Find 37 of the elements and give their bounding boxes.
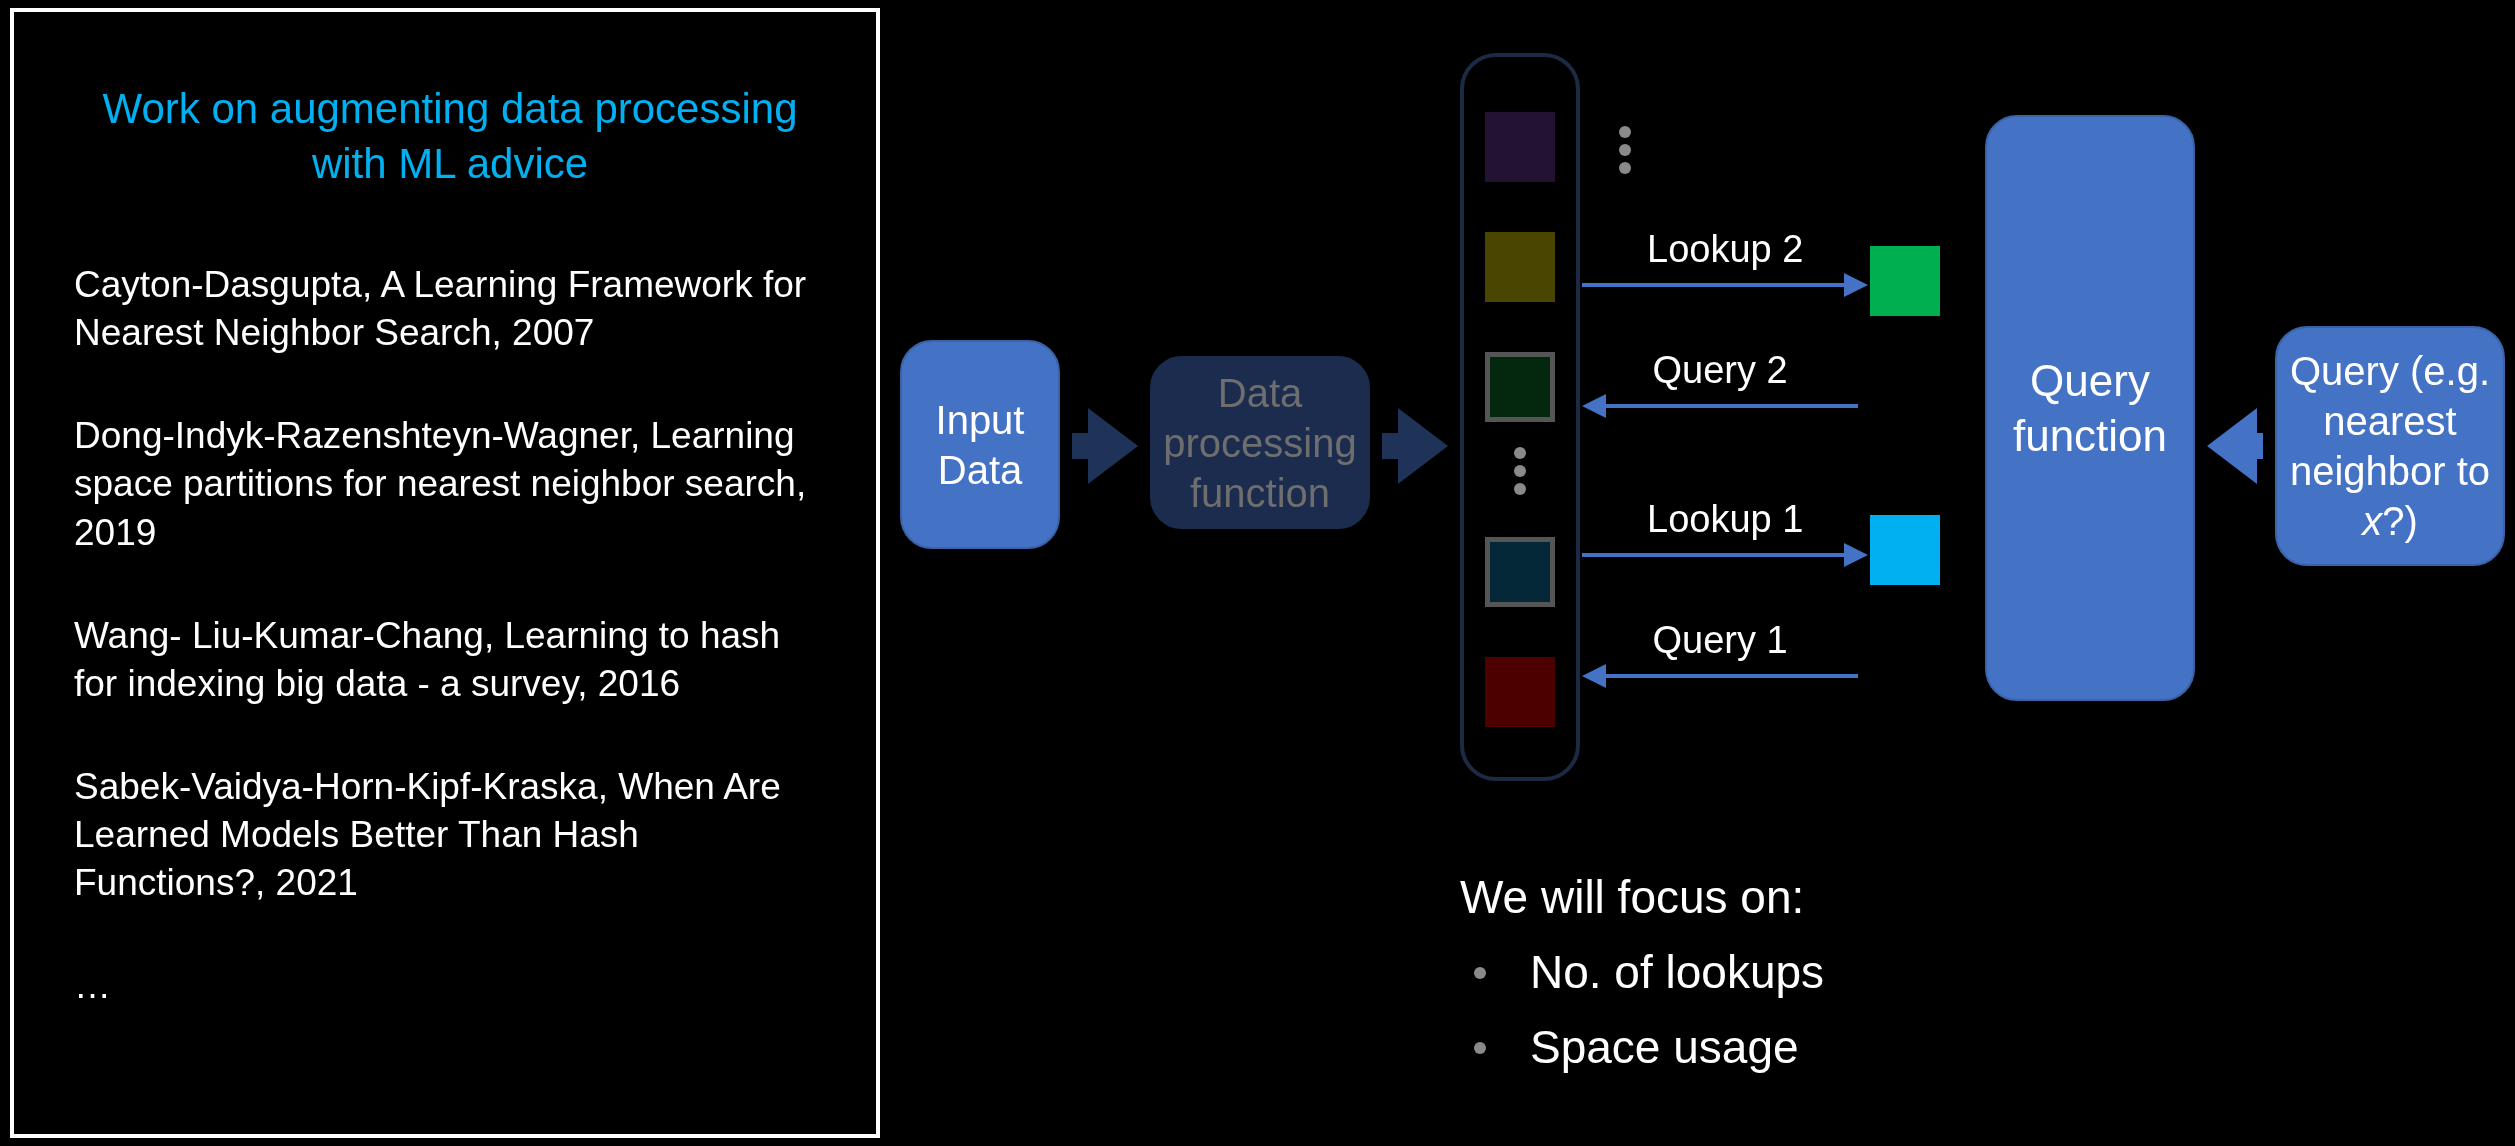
- process-box: [1985, 115, 2195, 701]
- memory-cell: [1485, 537, 1555, 607]
- storage-column: [1460, 53, 1580, 781]
- edge-label: Lookup 2: [1647, 229, 1804, 271]
- process-box: [900, 340, 1060, 549]
- memory-cell: [1485, 657, 1555, 727]
- block-arrow: [1072, 408, 1138, 484]
- note-heading: We will focus on:: [1460, 870, 1805, 925]
- arrow: [1582, 664, 1858, 688]
- citation-text: Dong-Indyk-Razenshteyn-Wagner, Learning space partitions for nearest neighbor search, 2019: [74, 414, 808, 555]
- panel-heading: Work on augmenting data processing with ML advice: [101, 84, 799, 189]
- list-item: Space usage: [1530, 1020, 1799, 1075]
- block-arrow: [1382, 408, 1448, 484]
- citation-text: Wang- Liu-Kumar-Chang, Learning to hash for indexing big data - a survey, 2016: [74, 613, 782, 706]
- citation-text: Cayton-Dasgupta, A Learning Framework for Nearest Neighbor Search, 2007: [74, 263, 808, 356]
- list-item: No. of lookups: [1530, 945, 1825, 1000]
- reference-panel: [10, 8, 880, 1138]
- memory-cell: [1870, 515, 1940, 585]
- memory-cell: [1485, 232, 1555, 302]
- node-label: Input Data: [934, 396, 1026, 494]
- node-label: Query (e.g. nearest neighbor to x?): [2288, 348, 2492, 545]
- arrow: [1582, 394, 1858, 418]
- edge-label: Query 1: [1652, 620, 1788, 662]
- process-box: [2275, 326, 2505, 566]
- edge-label: Lookup 1: [1647, 499, 1804, 541]
- edge-label: Query 2: [1652, 350, 1788, 392]
- arrow: [1582, 543, 1868, 567]
- block-arrow: [2207, 408, 2263, 484]
- ellipsis-text: …: [74, 964, 112, 1009]
- memory-cell: [1485, 352, 1555, 422]
- node-label: Data processing function: [1162, 369, 1358, 517]
- memory-cell: [1870, 246, 1940, 316]
- process-box: [1150, 356, 1370, 529]
- node-label: Query function: [2011, 355, 2169, 462]
- citation-text: Sabek-Vaidya-Horn-Kipf-Kraska, When Are Learned Models Better Than Hash Functions?, 2021: [74, 764, 782, 906]
- memory-cell: [1485, 112, 1555, 182]
- arrow: [1582, 273, 1868, 297]
